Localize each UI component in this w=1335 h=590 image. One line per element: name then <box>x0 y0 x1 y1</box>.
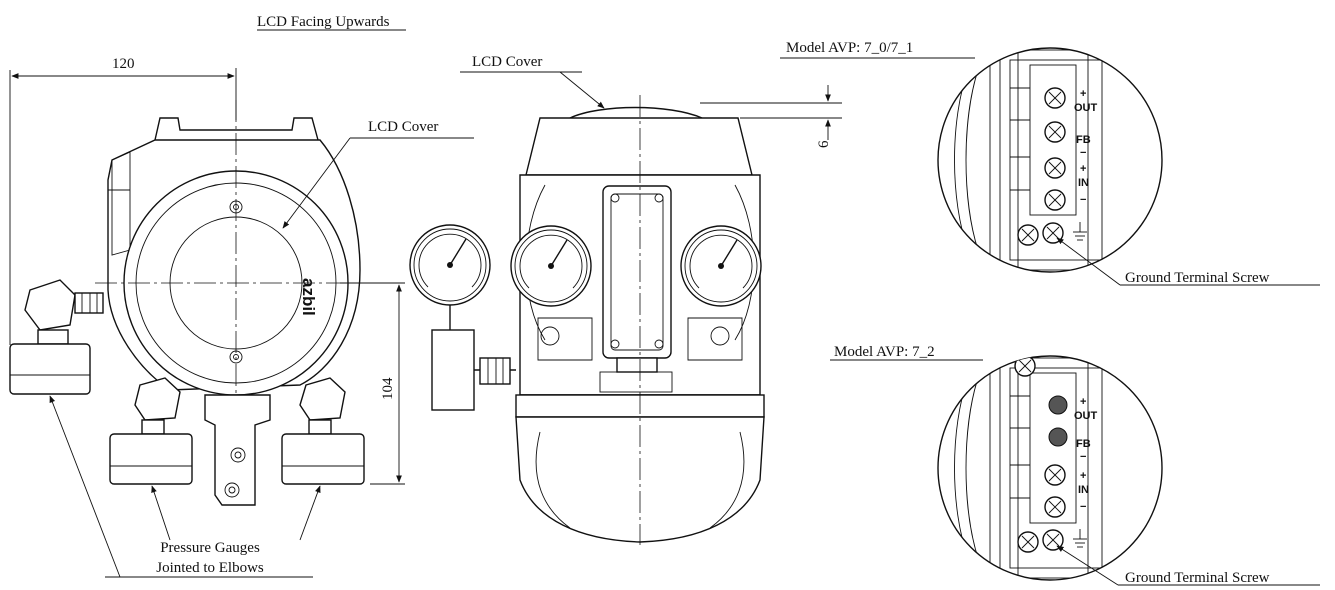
terminal-block-2 <box>1010 372 1077 524</box>
minus-fb-2: − <box>1080 451 1086 463</box>
model-label-2: Model AVP: 7_2 <box>834 344 935 360</box>
in-label-1: IN <box>1078 177 1089 189</box>
dim-104: 104 <box>380 377 396 400</box>
plus-in-1: + <box>1080 163 1086 175</box>
terminal-detail-2: Model AVP: 7_2 + OUT <box>830 344 1320 586</box>
out-label-1: OUT <box>1074 102 1098 114</box>
out-label-2: OUT <box>1074 410 1098 422</box>
ground-label-1: Ground Terminal Screw <box>1125 270 1270 286</box>
fb-label-1: FB <box>1076 134 1091 146</box>
front-view: 120 azbil <box>9 56 474 578</box>
gauges-label-line2: Jointed to Elbows <box>156 560 264 576</box>
plus-in-2: + <box>1080 470 1086 482</box>
side-view: 6 LCD Cover <box>409 54 842 545</box>
ground-symbol-2 <box>1073 529 1087 548</box>
minus-fb-1: − <box>1080 147 1086 159</box>
model-label-1: Model AVP: 7_0/7_1 <box>786 40 913 56</box>
front-lcd-cover-label: LCD Cover <box>368 119 438 135</box>
drawing-title: LCD Facing Upwards <box>257 14 390 30</box>
gauges-label-line1: Pressure Gauges <box>160 540 260 556</box>
brand-logo: azbil <box>299 278 318 316</box>
in-label-2: IN <box>1078 484 1089 496</box>
minus-in-1: − <box>1080 194 1086 206</box>
terminal-detail-1: Model AVP: 7_0/7_1 + O <box>780 40 1320 286</box>
dim-6: 6 <box>816 140 832 148</box>
side-lcd-cover-label: LCD Cover <box>472 54 542 70</box>
dim-120: 120 <box>112 56 135 72</box>
plus-out-2: + <box>1080 396 1086 408</box>
terminal-block-1 <box>1010 64 1077 216</box>
ground-label-2: Ground Terminal Screw <box>1125 570 1270 586</box>
minus-in-2: − <box>1080 501 1086 513</box>
plus-out-1: + <box>1080 88 1086 100</box>
fb-label-2: FB <box>1076 438 1091 450</box>
ground-symbol-1 <box>1073 222 1087 241</box>
